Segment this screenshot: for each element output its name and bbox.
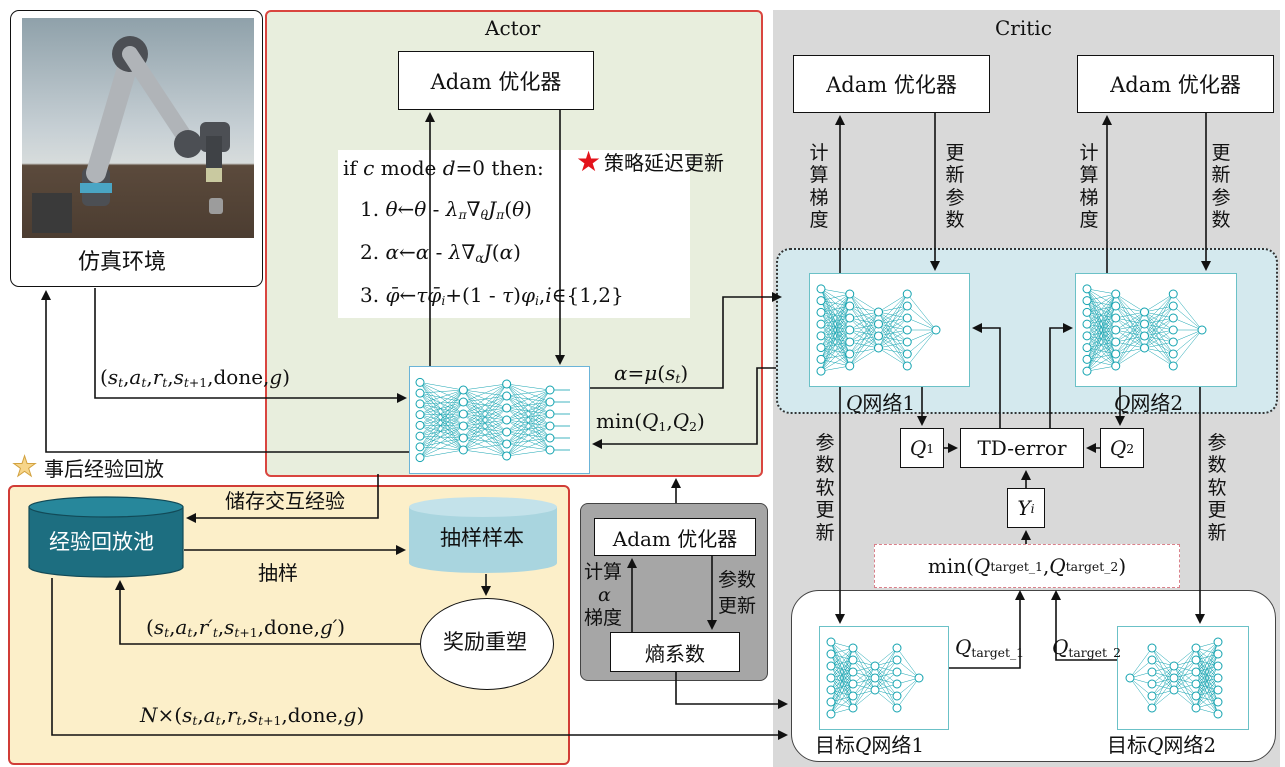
entropy-update-top: 参数 — [718, 570, 756, 592]
q-network-1-frame — [809, 273, 970, 387]
actor-rule-2: 2. α←α - λ∇αJ(α) — [360, 241, 521, 265]
soft-update-1-label: 参数软更新 — [814, 432, 836, 544]
q-network-2-label: Q网络2 — [1114, 392, 1183, 415]
q-network-1-label: Q网络1 — [846, 392, 915, 415]
entropy-grad-top: 计算 — [584, 562, 622, 584]
entropy-coefficient-box: 熵系数 — [610, 632, 740, 672]
actor-title: Actor — [485, 17, 540, 40]
td-error-box: TD-error — [960, 428, 1084, 468]
critic1-grad-label: 计算梯度 — [808, 142, 830, 232]
critic1-update-label: 更新参数 — [944, 142, 966, 232]
actor-condition: if c mode d=0 then: — [343, 157, 544, 180]
samples-label: 抽样样本 — [440, 526, 524, 550]
batch-transition-label: N×(st,at,rt,st+1,done,g) — [140, 704, 364, 728]
critic2-update-label: 更新参数 — [1210, 142, 1232, 232]
q-network-2-frame — [1075, 273, 1237, 387]
store-experience-label: 储存交互经验 — [225, 490, 345, 513]
actor-rule-3: 3. φ̄←τφ̄i+(1 - τ)φi,i∈{1,2} — [360, 284, 624, 308]
entropy-grad-bottom: 梯度 — [584, 608, 622, 630]
actor-network-frame — [409, 366, 590, 474]
entropy-grad-alpha: α — [598, 585, 611, 607]
reward-shaping-label: 奖励重塑 — [443, 630, 527, 654]
actor-rule-1: 1. θ←θ - λπ∇θJπ(θ) — [360, 198, 532, 222]
replay-pool-label: 经验回放池 — [49, 530, 154, 554]
actor-adam-optimizer: Adam 优化器 — [398, 51, 594, 110]
critic-adam-optimizer-2: Adam 优化器 — [1077, 55, 1274, 113]
soft-update-2-label: 参数软更新 — [1206, 432, 1228, 544]
q-target-1-label: Qtarget_1 — [955, 636, 1024, 660]
critic-adam-optimizer-1: Adam 优化器 — [793, 55, 990, 113]
target-network-2-label: 目标Q网络2 — [1107, 734, 1216, 757]
target-network-1-frame — [819, 626, 949, 730]
target-network-2-frame — [1117, 626, 1249, 730]
sample-arrow-label: 抽样 — [258, 562, 298, 585]
critic2-grad-label: 计算梯度 — [1078, 142, 1100, 232]
critic-title: Critic — [995, 17, 1052, 40]
her-title: 事后经验回放 — [44, 458, 164, 481]
entropy-update-bottom: 更新 — [718, 596, 756, 618]
delay-update-label: 策略延迟更新 — [604, 152, 724, 175]
target-network-1-label: 目标Q网络1 — [815, 734, 924, 757]
min-q-label: min(Q1,Q2) — [596, 410, 705, 434]
alpha-mu-label: α=μ(st) — [614, 362, 688, 386]
q-target-2-label: Qtarget_2 — [1052, 636, 1121, 660]
relabeled-transition-label: (st,at,r′t,st+1,done,g′) — [146, 616, 345, 640]
transition-label: (st,at,rt,st+1,done,g) — [100, 366, 290, 390]
sim-label: 仿真环境 — [78, 250, 166, 275]
red-star-icon: ★ — [576, 148, 601, 176]
gold-star-icon: ★ — [12, 453, 37, 481]
robot-arm-illustration — [22, 18, 254, 238]
entropy-adam-optimizer: Adam 优化器 — [594, 518, 756, 556]
robot-image — [22, 18, 254, 238]
